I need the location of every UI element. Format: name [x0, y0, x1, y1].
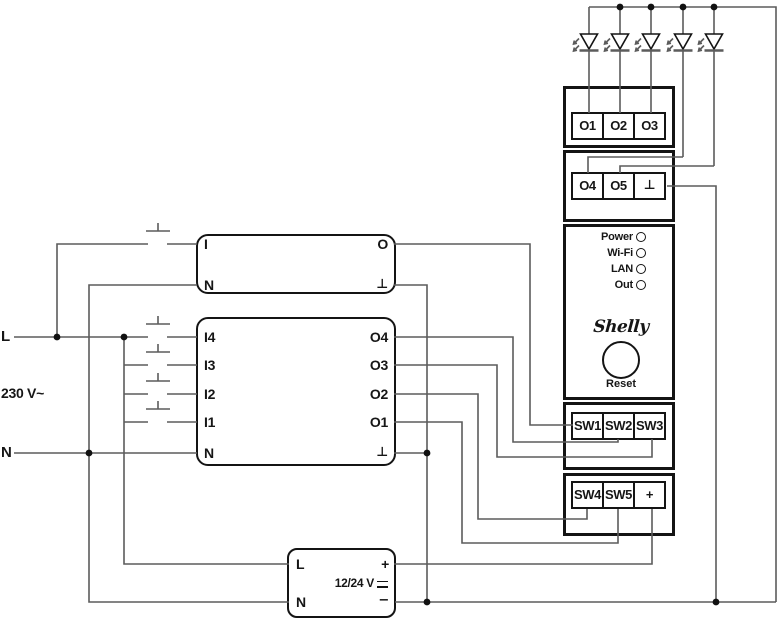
terminal-row-o45: O4 O5 ⊥ [571, 172, 666, 200]
wifi-led-icon [636, 248, 646, 258]
relay-quad-in-3: I3 [204, 357, 216, 373]
lamp-icons [572, 33, 724, 53]
relay-quad-out-2: O2 [369, 386, 388, 402]
psu-rating-text: 12/24 V [334, 576, 375, 590]
relay-quad-in-4: I4 [204, 329, 216, 345]
terminal-o1: O1 [571, 112, 604, 140]
relay-quad-in-1: I1 [204, 414, 216, 430]
terminal-o4: O4 [571, 172, 604, 200]
status-out-label: Out [614, 279, 634, 291]
status-wifi-label: Wi-Fi [607, 247, 633, 259]
shelly-logo: Shelly [592, 317, 650, 337]
psu-line: L [296, 556, 305, 572]
terminal-o3: O3 [633, 112, 666, 140]
junction-dot [423, 598, 431, 606]
relay-quad-in-2: I2 [204, 386, 216, 402]
lamp-icon-4 [666, 33, 693, 53]
lamp-icon-5 [697, 33, 724, 53]
status-power-label: Power [600, 231, 633, 243]
relay-single-neutral: N [204, 277, 214, 293]
relay-quad-out-1: O1 [369, 414, 388, 430]
junction-dot [712, 598, 720, 606]
terminal-o2: O2 [602, 112, 635, 140]
relay-quad-neutral: N [204, 445, 214, 461]
terminal-sw4: SW4 [571, 481, 604, 509]
out-led-icon [636, 280, 646, 290]
junction-dot [53, 333, 61, 341]
psu-neutral: N [296, 594, 306, 610]
junction-dot [423, 449, 431, 457]
reset-button [602, 341, 640, 379]
terminal-ground: ⊥ [633, 172, 666, 200]
psu-minus: − [378, 593, 389, 608]
terminal-sw5: SW5 [602, 481, 635, 509]
junction-dot [616, 3, 624, 11]
mains-voltage-label: 230 V~ [1, 385, 44, 401]
terminal-row-sw123: SW1 SW2 SW3 [571, 412, 666, 440]
lan-led-icon [636, 264, 646, 274]
mains-neutral-label: N [1, 444, 12, 461]
dc-symbol-icon [377, 579, 388, 588]
relay-quad-out-3: O3 [369, 357, 388, 373]
junction-dot [647, 3, 655, 11]
relay-single-output: O [377, 236, 388, 252]
relay-single-input: I [204, 236, 208, 252]
terminal-o5: O5 [602, 172, 635, 200]
junction-dot [679, 3, 687, 11]
terminal-row-o123: O1 O2 O3 [571, 112, 666, 140]
power-led-icon [636, 232, 646, 242]
terminal-sw3: SW3 [633, 412, 666, 440]
relay-single-ground: ⊥ [376, 277, 388, 292]
push-button-icons [146, 223, 170, 410]
lamp-icon-1 [572, 33, 599, 53]
psu-plus: + [381, 556, 389, 572]
terminal-plus: + [633, 481, 666, 509]
status-lan-label: LAN [610, 263, 633, 275]
relay-quad-ground: ⊥ [376, 445, 388, 460]
terminal-sw2: SW2 [602, 412, 635, 440]
reset-label: Reset [606, 378, 636, 390]
junction-dot [710, 3, 718, 11]
terminal-row-sw45: SW4 SW5 + [571, 481, 666, 509]
lamp-icon-2 [603, 33, 630, 53]
mains-line-label: L [1, 328, 10, 345]
psu-rating: 12/24 V [300, 576, 388, 590]
lamp-icon-3 [634, 33, 661, 53]
relay-single-box [196, 234, 396, 294]
terminal-sw1: SW1 [571, 412, 604, 440]
junction-dot [85, 449, 93, 457]
relay-quad-out-4: O4 [369, 329, 388, 345]
junction-dot [120, 333, 128, 341]
